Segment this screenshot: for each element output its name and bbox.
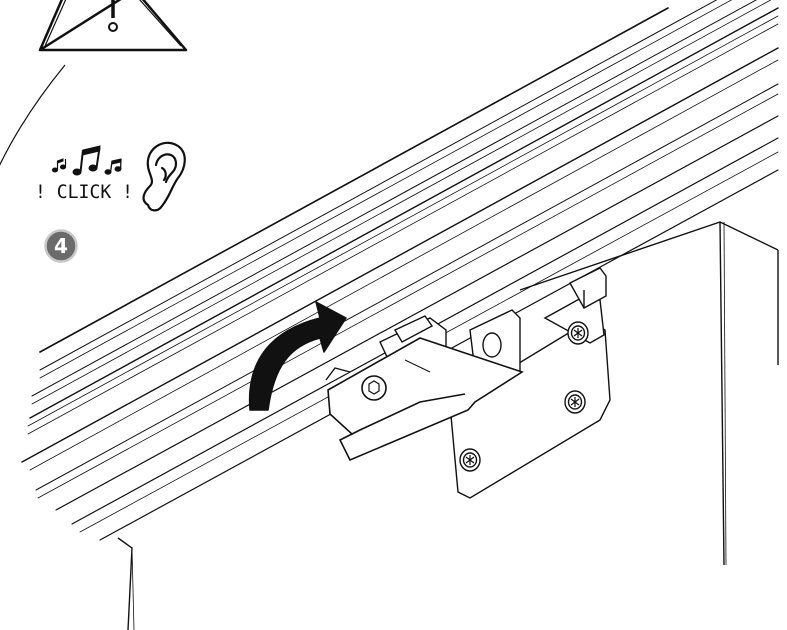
cabinet-panel [519,221,779,566]
screw-icon [459,321,589,472]
step-number: 4 [54,234,68,258]
mounting-bracket [449,267,611,499]
step-badge: 4 [44,229,78,263]
rail-profile [21,0,779,541]
ear-icon [142,141,186,212]
lever-plate [327,337,524,462]
callout-arc [0,64,66,166]
rotate-arrow-icon [248,301,347,411]
click-label: ! CLICK ! [35,181,133,203]
door-panel [117,537,135,630]
warning-triangle-icon: ! [38,0,188,52]
music-notes-icon [51,145,122,176]
